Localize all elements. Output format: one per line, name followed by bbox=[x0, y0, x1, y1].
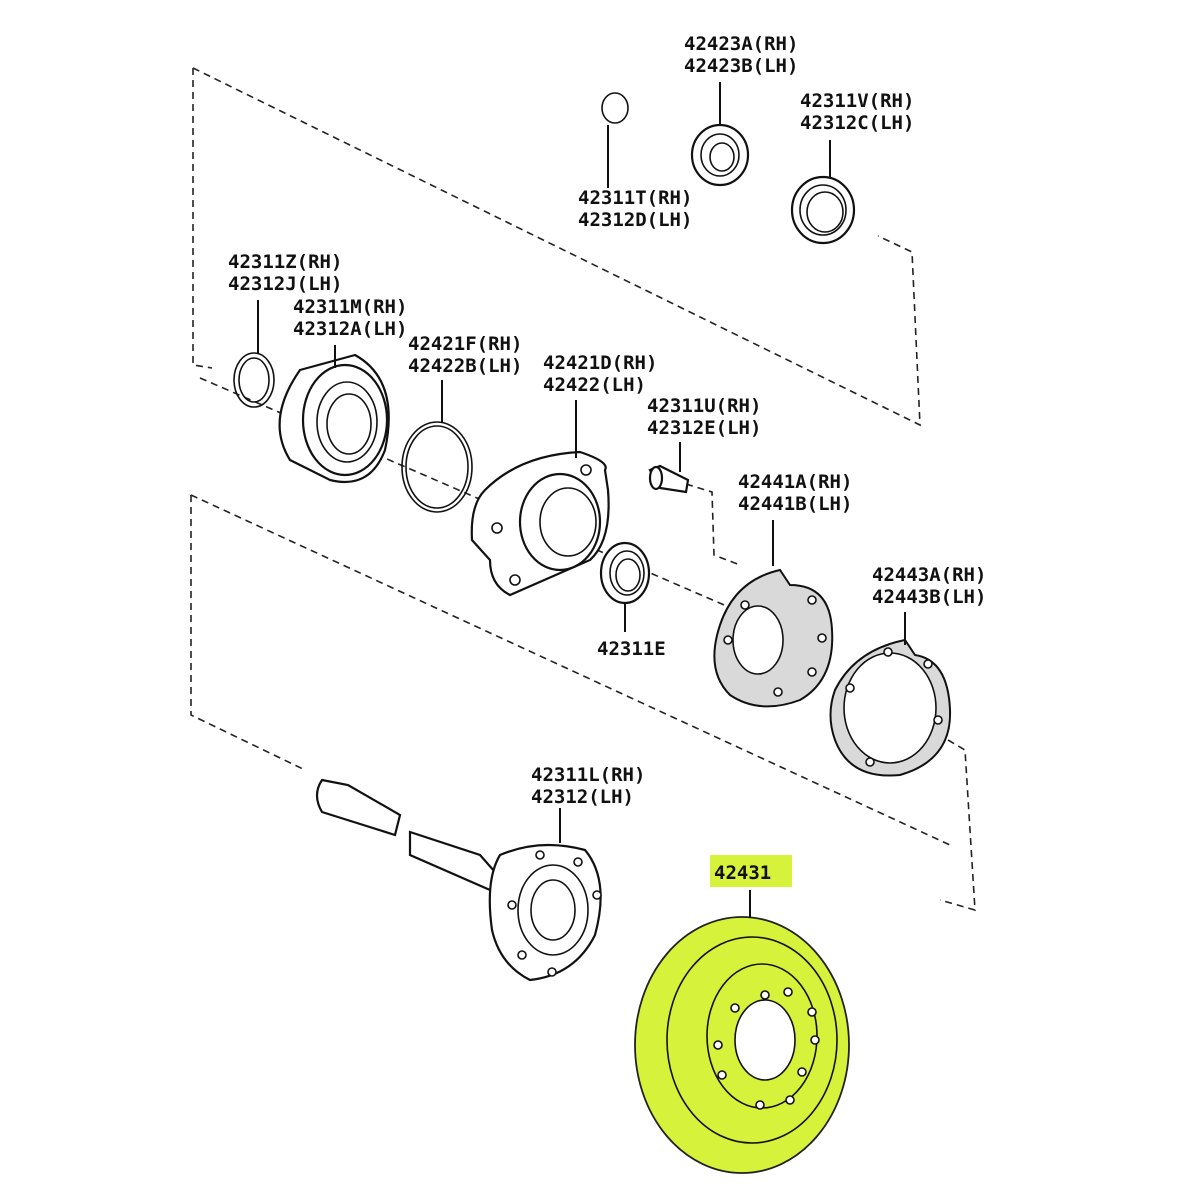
hub-bolt bbox=[648, 442, 690, 494]
part-label-42311L: 42311L(RH)42312(LH) bbox=[531, 764, 645, 808]
small-bearing bbox=[690, 82, 750, 187]
o-ring-large bbox=[401, 380, 473, 513]
part-label-42441A: 42441A(RH)42441B(LH) bbox=[738, 471, 852, 515]
part-label-42443A: 42443A(RH)42443B(LH) bbox=[872, 564, 986, 608]
snap-ring-top bbox=[601, 92, 629, 188]
oil-seal-inner bbox=[599, 541, 651, 632]
oil-seal-top bbox=[790, 140, 856, 245]
brake-disc bbox=[634, 890, 850, 1174]
hub-bearing bbox=[278, 345, 390, 484]
axle-shaft bbox=[315, 778, 602, 982]
part-label-42423: 42423A(RH)42423B(LH) bbox=[684, 33, 798, 77]
part-label-42421F: 42421F(RH)42422B(LH) bbox=[408, 333, 522, 377]
part-label-42311Z: 42311Z(RH)42312J(LH) bbox=[228, 251, 342, 295]
flat-gasket bbox=[829, 612, 952, 777]
part-label-42431: 42431 bbox=[714, 862, 771, 884]
housing-flange bbox=[470, 400, 610, 597]
part-label-42311E: 42311E bbox=[597, 638, 666, 660]
part-label-42311U: 42311U(RH)42312E(LH) bbox=[647, 395, 761, 439]
o-ring-small bbox=[233, 300, 275, 408]
part-label-42311T: 42311T(RH)42312D(LH) bbox=[578, 187, 692, 231]
backing-gasket bbox=[713, 520, 834, 708]
part-label-42311V: 42311V(RH)42312C(LH) bbox=[800, 90, 914, 134]
part-labels: 42423A(RH)42423B(LH) 42311V(RH)42312C(LH… bbox=[228, 33, 986, 884]
part-label-highlight bbox=[710, 855, 792, 887]
part-label-42421D: 42421D(RH)42422(LH) bbox=[543, 352, 657, 396]
part-label-42311M: 42311M(RH)42312A(LH) bbox=[293, 296, 407, 340]
